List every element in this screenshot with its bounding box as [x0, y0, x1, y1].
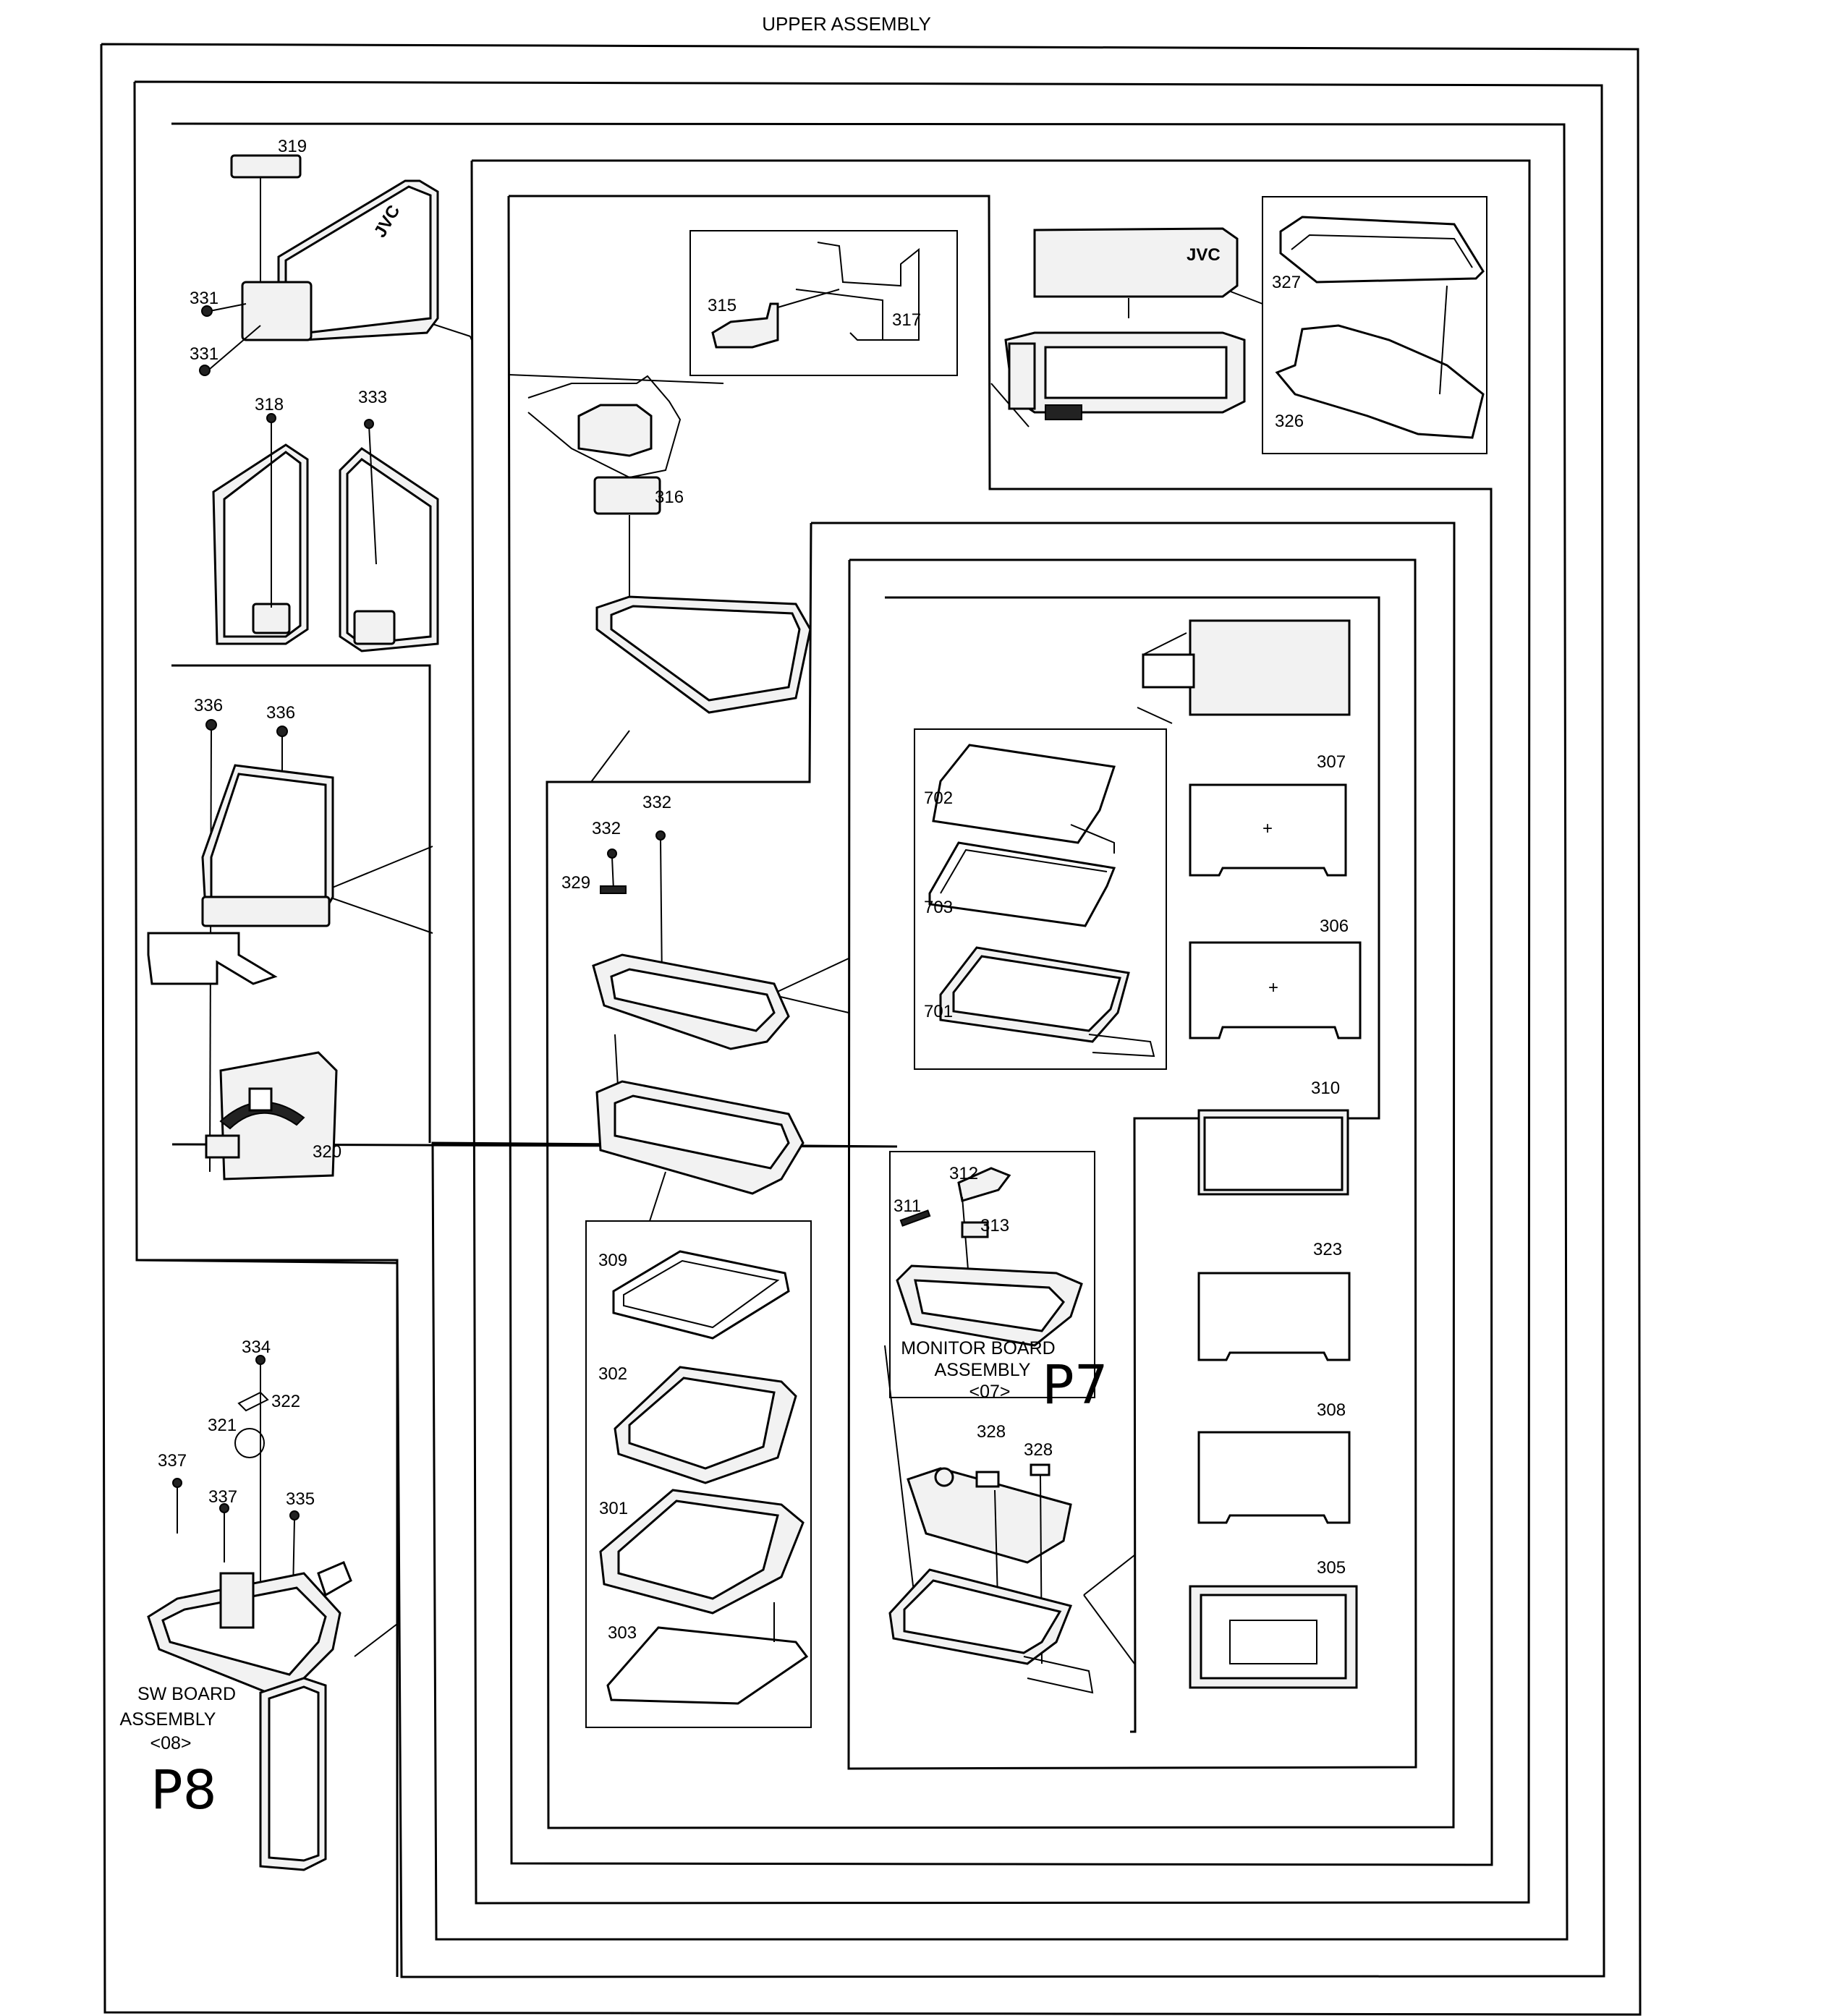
sw-board-group: [147, 1355, 352, 1871]
part-number: 320: [313, 1142, 341, 1162]
part-number: 303: [608, 1623, 637, 1643]
lcd-housings-group: [212, 413, 439, 652]
monitor-board-page-note: P7: [1042, 1354, 1108, 1416]
part-number: 702: [924, 788, 953, 808]
svg-text:JVC: JVC: [1187, 245, 1221, 265]
sheet-stack-group: + +: [1189, 783, 1362, 1689]
part-number: 305: [1317, 1558, 1346, 1578]
part-number: 335: [286, 1489, 315, 1509]
diagram-title: UPPER ASSEMBLY: [762, 13, 931, 35]
sw-board-page-note: P8: [150, 1759, 217, 1821]
frame-5: [507, 195, 1493, 1866]
part-number: 310: [1311, 1079, 1340, 1098]
part-labels: 319 331 331 318 333 336 336 320 315 317 …: [158, 137, 1349, 1643]
part-number: 319: [278, 137, 307, 156]
frame-7: [847, 558, 1417, 1770]
part-number: 327: [1272, 273, 1301, 292]
part-number: 336: [266, 703, 295, 723]
center-frame-group: [592, 595, 812, 1195]
part-number: 309: [598, 1251, 627, 1270]
lcd-module-group: [914, 619, 1351, 1070]
part-number: 302: [598, 1364, 627, 1384]
part-number: 318: [255, 395, 284, 414]
sw-board-caption: SW BOARD ASSEMBLY <08> P8: [120, 1684, 237, 1821]
part-number: 337: [158, 1451, 187, 1471]
part-number: 332: [592, 819, 621, 838]
part-number: 331: [190, 289, 218, 308]
part-number: 322: [271, 1392, 300, 1411]
part-number: 313: [980, 1216, 1009, 1235]
svg-text:+: +: [1262, 819, 1273, 838]
part-number: 312: [949, 1164, 978, 1183]
lcd-frame-stack: [585, 1220, 812, 1728]
monitor-board-caption-line1: MONITOR BOARD: [901, 1338, 1055, 1358]
part-number: 337: [208, 1487, 237, 1507]
frame-4: [470, 159, 1531, 1905]
part-number: 323: [1313, 1240, 1342, 1259]
frame-1: [100, 43, 1642, 2016]
part-number: 333: [358, 388, 387, 407]
part-number: 315: [708, 296, 737, 315]
sw-board-caption-line2: ASSEMBLY: [120, 1709, 216, 1730]
part-number: 336: [194, 696, 223, 715]
monitor-board-group: [888, 1151, 1095, 1694]
part-number: 331: [190, 344, 218, 364]
part-number: 307: [1317, 752, 1346, 772]
part-number: 308: [1317, 1400, 1346, 1420]
sw-board-code: <08>: [150, 1733, 191, 1753]
svg-text:+: +: [1268, 978, 1278, 998]
monitor-board-code: <07>: [969, 1382, 1010, 1402]
part-number: 321: [208, 1416, 237, 1435]
part-number: 328: [1024, 1440, 1053, 1460]
part-number: 703: [924, 898, 953, 917]
part-number: 332: [642, 793, 671, 812]
frame-3: [171, 122, 1569, 1941]
part-number: 301: [599, 1499, 628, 1518]
upper-cover-group: JVC: [1004, 196, 1487, 454]
part-number: 306: [1320, 916, 1349, 936]
monitor-board-caption: MONITOR BOARD ASSEMBLY <07> P7: [901, 1338, 1108, 1416]
part-number: 328: [977, 1422, 1006, 1442]
sw-board-caption-line1: SW BOARD: [137, 1684, 236, 1704]
monitor-cover-group: JVC: [199, 154, 439, 376]
part-number: 316: [655, 488, 684, 507]
frame-6: [546, 522, 1456, 1829]
part-number: 311: [894, 1196, 921, 1216]
frame-left-lower: [171, 664, 431, 1143]
part-number: 326: [1275, 412, 1304, 431]
assembly-frames: [100, 43, 1642, 2016]
frame-sw-region: [137, 1259, 399, 1977]
hinge-group: [527, 230, 958, 600]
part-number: 334: [242, 1337, 271, 1357]
monitor-board-caption-line2: ASSEMBLY: [935, 1360, 1031, 1380]
part-number: 317: [892, 310, 921, 330]
part-number: 329: [561, 873, 590, 893]
lcd-panel-group: [147, 719, 338, 1181]
part-number: 701: [924, 1002, 953, 1021]
